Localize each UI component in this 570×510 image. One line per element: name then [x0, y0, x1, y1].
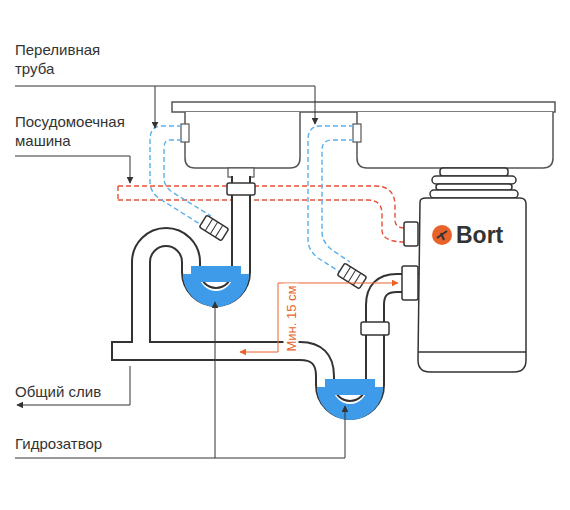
trap-water	[325, 379, 375, 395]
slip-nut	[361, 322, 389, 335]
label-text: Гидрозатвор	[15, 434, 175, 453]
left-sink	[185, 112, 300, 168]
trap-water	[325, 387, 375, 412]
overflow-fitting	[199, 215, 228, 241]
overflow-fitting	[337, 263, 366, 289]
drain-flange	[228, 168, 254, 177]
drain-pipe	[112, 176, 420, 410]
trap-water	[191, 266, 241, 282]
pipe-end-cap	[111, 341, 113, 361]
label-text: Посудомоечная машина	[15, 112, 140, 150]
slip-nut	[227, 183, 255, 195]
logo-mark	[432, 225, 452, 245]
leader-line	[15, 86, 345, 458]
brand-logo: Bort	[456, 222, 503, 248]
countertop	[172, 102, 555, 112]
label-text: Переливная труба	[15, 40, 130, 78]
trap-water	[191, 274, 241, 299]
overflow-port	[353, 124, 361, 142]
dimension-line	[240, 283, 398, 352]
dimension-text: Мин. 15 см	[283, 283, 298, 353]
overflow-port	[181, 124, 189, 142]
drain-pipe-inner	[112, 176, 420, 410]
food-waste-disposer	[402, 168, 526, 372]
label-text: Общий слив	[15, 382, 155, 401]
right-sink	[357, 112, 553, 168]
logo-mark	[437, 231, 447, 240]
